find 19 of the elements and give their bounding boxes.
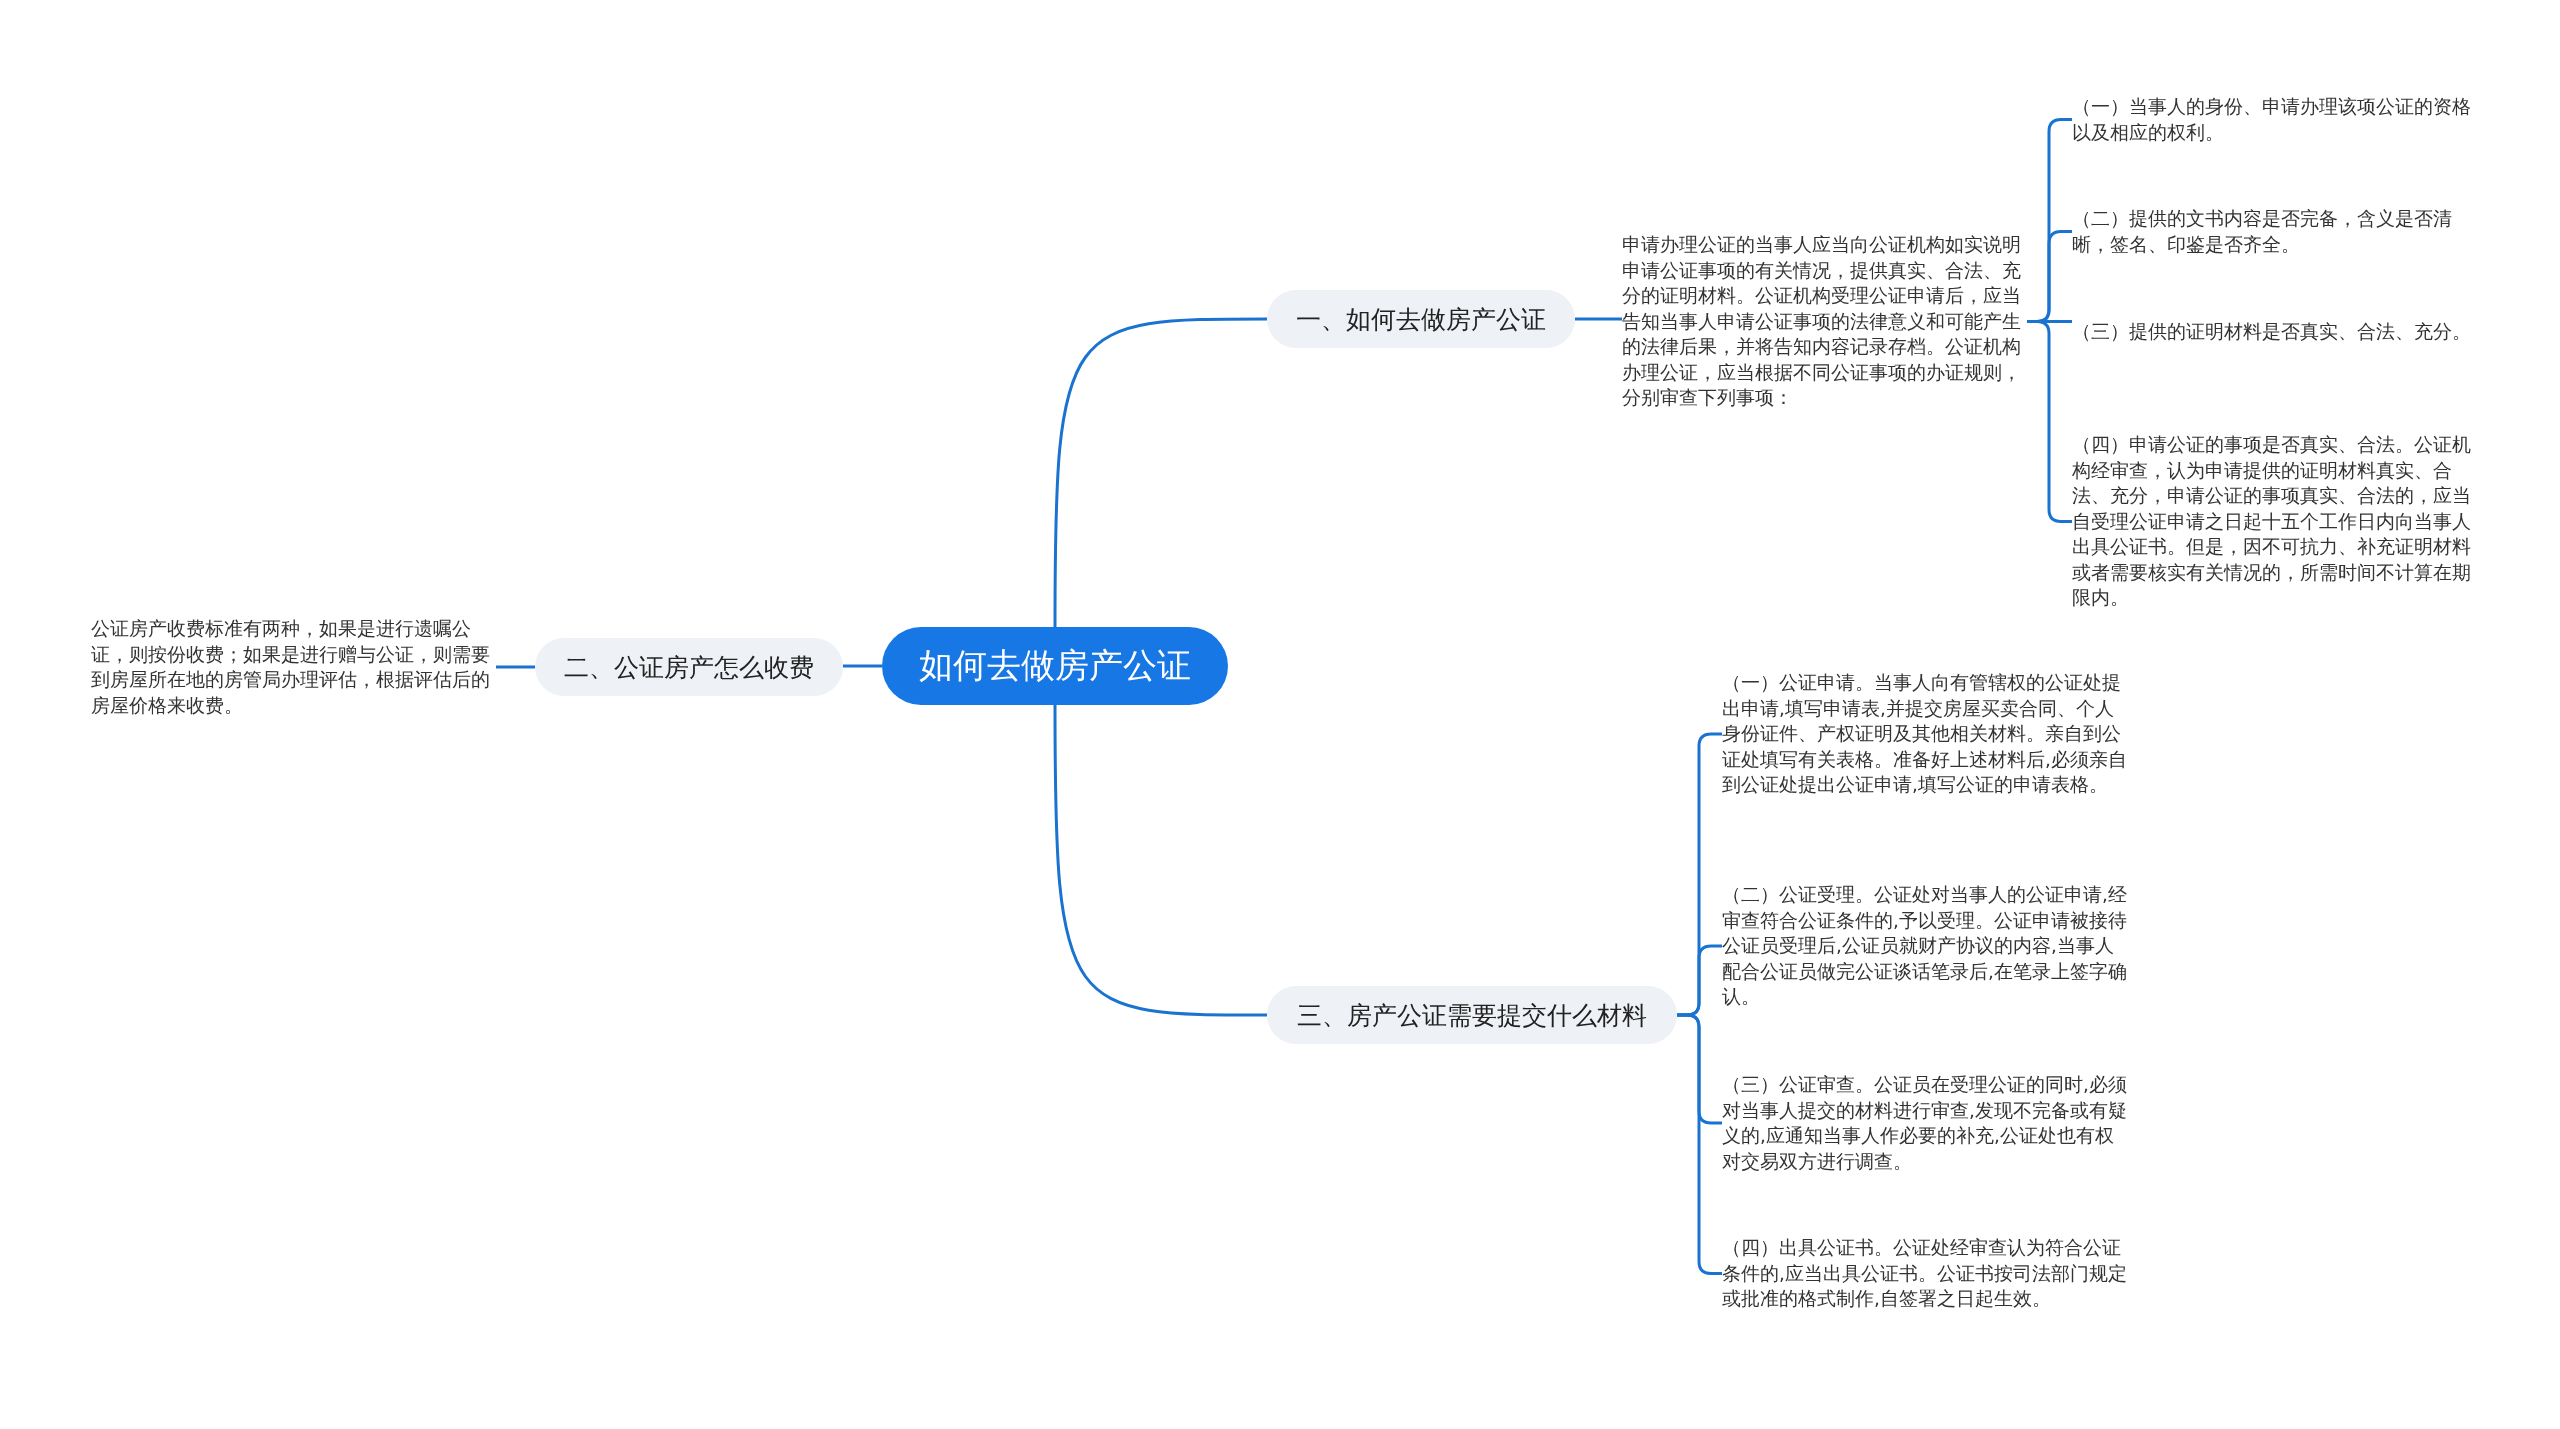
item-text: （三）公证审查。公证员在受理公证的同时,必须对当事人提交的材料进行审查,发现不完备或有疑义的,应通知当事人作必要的补充,公证处也有权对交易双方进行调查。	[1722, 1072, 2130, 1174]
connector-line	[1053, 705, 1267, 1017]
topic-box: 二、公证房产怎么收费	[535, 638, 843, 696]
topic-text: 申请办理公证的当事人应当向公证机构如实说明申请公证事项的有关情况，提供真实、合法、充分的证明材料。公证机构受理公证申请后，应当告知当事人申请公证事项的法律意义和可能产生的法律后果，并将告知内容记录存档。公证机构办理公证，应当根据不同公证事项的办证规则，分别审查下列事项：	[1622, 232, 2027, 411]
item-text: （一）当事人的身份、申请办理该项公证的资格以及相应的权利。	[2072, 94, 2482, 145]
connector-line	[1575, 317, 1622, 321]
connector-line	[1053, 317, 1267, 627]
topic-box: 一、如何去做房产公证	[1267, 290, 1575, 348]
central-topic: 如何去做房产公证	[882, 627, 1228, 705]
item-text: （一）公证申请。当事人向有管辖权的公证处提出申请,填写申请表,并提交房屋买卖合同、个人身份证件、产权证明及其他相关材料。亲自到公证处填写有关表格。准备好上述材料后,必须亲自到公证处提出公证申请,填写公证的申请表格。	[1722, 670, 2130, 798]
connector-line	[496, 665, 535, 669]
item-text: （四）出具公证书。公证处经审查认为符合公证条件的,应当出具公证书。公证书按司法部门规定或批准的格式制作,自签署之日起生效。	[1722, 1235, 2130, 1312]
connector-line	[843, 664, 882, 668]
item-text: （二）公证受理。公证处对当事人的公证申请,经审查符合公证条件的,予以受理。公证申请被接待公证员受理后,公证员就财产协议的内容,当事人配合公证员做完公证谈话笔录后,在笔录上签字确认。	[1722, 882, 2130, 1010]
topic-text: 公证房产收费标准有两种，如果是进行遗嘱公证，则按份收费；如果是进行赠与公证，则需要到房屋所在地的房管局办理评估，根据评估后的房屋价格来收费。	[91, 616, 496, 718]
item-text: （四）申请公证的事项是否真实、合法。公证机构经审查，认为申请提供的证明材料真实、合法、充分，申请公证的事项真实、合法的，应当自受理公证申请之日起十五个工作日内向当事人出具公证书。但是，因不可抗力、补充证明材料或者需要核实有关情况的，所需时间不计算在期限内。	[2072, 432, 2482, 611]
item-text: （二）提供的文书内容是否完备，含义是否清晰，签名、印鉴是否齐全。	[2072, 206, 2482, 257]
item-text: （三）提供的证明材料是否真实、合法、充分。	[2072, 319, 2482, 345]
topic-box: 三、房产公证需要提交什么材料	[1267, 986, 1677, 1044]
